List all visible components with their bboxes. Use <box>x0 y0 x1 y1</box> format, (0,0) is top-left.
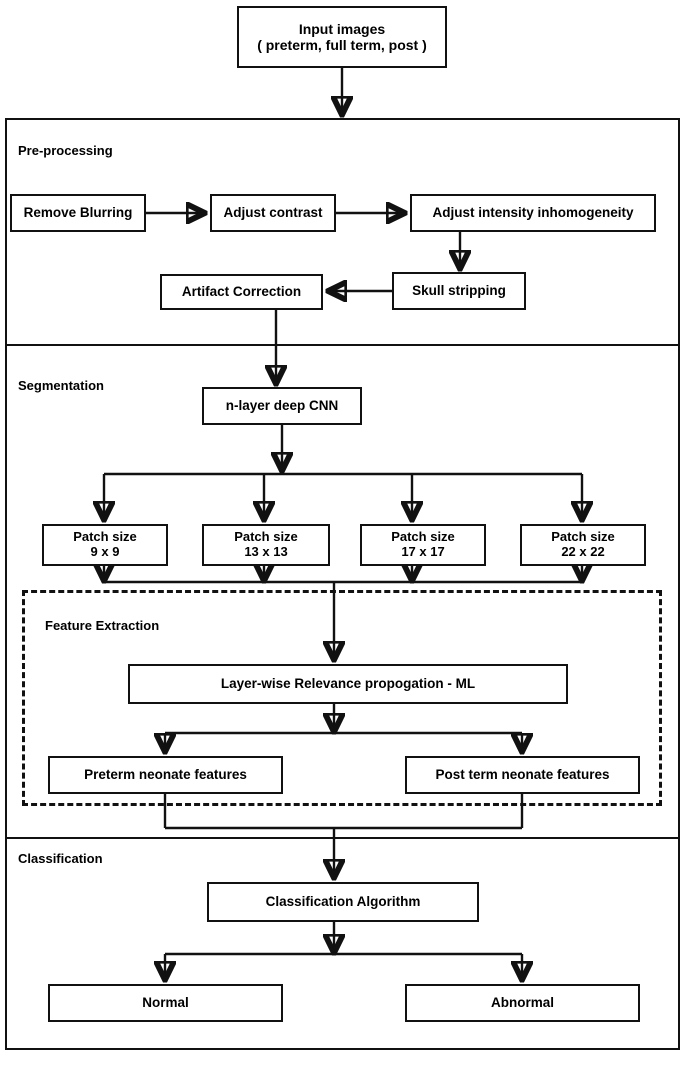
node-skull-stripping: Skull stripping <box>392 272 526 310</box>
divider-segmentation-classification <box>5 837 680 839</box>
node-normal: Normal <box>48 984 283 1022</box>
normal-label: Normal <box>142 995 189 1011</box>
divider-preprocessing-segmentation <box>5 344 680 346</box>
n-layer-deep-cnn-label: n-layer deep CNN <box>225 398 339 414</box>
pipeline-frame <box>5 118 680 1050</box>
lrp-ml-label: Layer-wise Relevance propogation - ML <box>220 676 476 692</box>
skull-stripping-label: Skull stripping <box>412 283 506 299</box>
node-adjust-intensity-inhomogeneity: Adjust intensity inhomogeneity <box>410 194 656 232</box>
node-patch-size-9: Patch size 9 x 9 <box>42 524 168 566</box>
node-lrp-ml: Layer-wise Relevance propogation - ML <box>128 664 568 704</box>
node-post-term-neonate-features: Post term neonate features <box>405 756 640 794</box>
node-patch-size-17: Patch size 17 x 17 <box>360 524 486 566</box>
feature-extraction-region <box>22 590 662 806</box>
section-label-segmentation: Segmentation <box>18 378 104 393</box>
node-remove-blurring: Remove Blurring <box>10 194 146 232</box>
node-n-layer-deep-cnn: n-layer deep CNN <box>202 387 362 425</box>
node-artifact-correction: Artifact Correction <box>160 274 323 310</box>
adjust-intensity-inhomogeneity-label: Adjust intensity inhomogeneity <box>432 205 634 221</box>
patch-size-9-line2: 9 x 9 <box>90 544 120 559</box>
input-images-line1: Input images <box>298 20 386 37</box>
patch-size-9-line1: Patch size <box>73 529 137 545</box>
artifact-correction-label: Artifact Correction <box>181 284 302 300</box>
section-label-feature-extraction: Feature Extraction <box>45 618 160 633</box>
node-patch-size-13: Patch size 13 x 13 <box>202 524 330 566</box>
classification-algorithm-label: Classification Algorithm <box>265 894 421 910</box>
input-images-line2: ( preterm, full term, post ) <box>257 37 427 53</box>
remove-blurring-label: Remove Blurring <box>23 205 133 221</box>
node-abnormal: Abnormal <box>405 984 640 1022</box>
node-preterm-neonate-features: Preterm neonate features <box>48 756 283 794</box>
post-term-neonate-features-label: Post term neonate features <box>435 767 610 783</box>
preterm-neonate-features-label: Preterm neonate features <box>84 767 247 783</box>
node-adjust-contrast: Adjust contrast <box>210 194 336 232</box>
patch-size-17-line2: 17 x 17 <box>401 544 445 559</box>
node-input-images: Input images ( preterm, full term, post … <box>237 6 447 68</box>
patch-size-22-line2: 22 x 22 <box>561 544 605 559</box>
node-classification-algorithm: Classification Algorithm <box>207 882 479 922</box>
abnormal-label: Abnormal <box>490 995 554 1011</box>
patch-size-17-line1: Patch size <box>391 529 455 545</box>
section-label-pre-processing: Pre-processing <box>18 143 113 158</box>
patch-size-13-line2: 13 x 13 <box>244 544 288 559</box>
adjust-contrast-label: Adjust contrast <box>223 205 323 221</box>
patch-size-22-line1: Patch size <box>551 529 615 545</box>
section-label-classification: Classification <box>18 851 103 866</box>
patch-size-13-line1: Patch size <box>234 529 298 545</box>
node-patch-size-22: Patch size 22 x 22 <box>520 524 646 566</box>
